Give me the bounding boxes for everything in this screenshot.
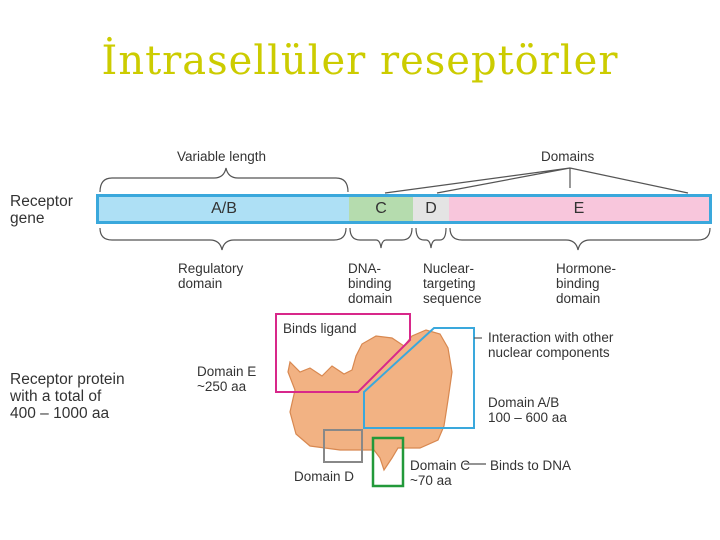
nuclear-targeting-label: Nuclear- targeting sequence — [423, 261, 482, 306]
domain-c-label: Domain C ~70 aa — [410, 458, 471, 488]
dna-binding-domain-label: DNA- binding domain — [348, 261, 393, 306]
variable-length-label: Variable length — [177, 149, 267, 164]
regulatory-domain-label: Regulatory domain — [178, 261, 244, 291]
domain-e-label: Domain E ~250 aa — [197, 364, 257, 394]
segment-e-label: E — [573, 200, 585, 217]
segment-c: C — [349, 197, 413, 221]
domains-pointer-lines — [384, 167, 689, 194]
ab-brace — [99, 227, 347, 251]
binds-ligand-label: Binds ligand — [283, 321, 357, 336]
domain-c-box — [371, 436, 405, 488]
hormone-binding-domain-label: Hormone- binding domain — [556, 261, 617, 306]
segment-e: E — [449, 197, 709, 221]
page-title: İntrasellüler reseptörler — [101, 38, 619, 84]
variable-length-brace — [99, 167, 349, 193]
gene-bar: A/B C D E — [96, 194, 712, 224]
segment-ab: A/B — [99, 197, 349, 221]
binds-ligand-outline — [275, 313, 411, 393]
domain-ab-label: Domain A/B 100 – 600 aa — [488, 395, 567, 425]
segment-c-label: C — [375, 200, 387, 217]
receptor-protein-label: Receptor protein with a total of 400 – 1… — [10, 371, 125, 422]
binds-to-dna-label: Binds to DNA — [490, 458, 572, 473]
domain-d-box — [323, 429, 363, 463]
segment-d-label: D — [425, 200, 437, 217]
segment-ab-label: A/B — [211, 200, 237, 217]
receptor-gene-label: Receptor gene — [10, 193, 73, 227]
segment-d: D — [413, 197, 449, 221]
interaction-label: Interaction with other nuclear component… — [488, 330, 614, 360]
c-brace — [349, 227, 413, 249]
e-brace — [449, 227, 711, 251]
d-brace — [415, 227, 447, 249]
interaction-outline — [363, 327, 475, 429]
receptor-protein-shape — [287, 329, 453, 472]
domains-label: Domains — [541, 149, 595, 164]
domain-d-label: Domain D — [294, 469, 355, 484]
